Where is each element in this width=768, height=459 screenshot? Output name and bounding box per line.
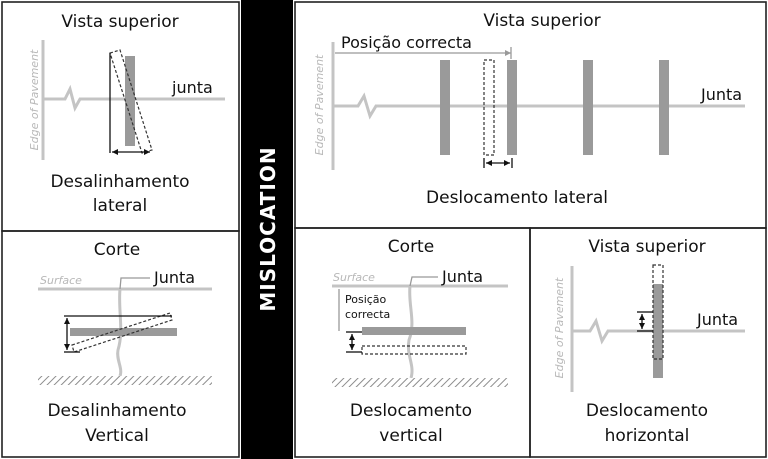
panel-title: Vista superior: [588, 237, 705, 257]
joint-label: Junta: [696, 310, 738, 329]
correct-position-label: Posição correcta: [341, 33, 472, 52]
edge-label: Edge of Pavement: [313, 54, 326, 155]
dowel-bar: [125, 56, 135, 146]
joint-leader: [119, 277, 150, 290]
misaligned-dowel-outline: [109, 49, 153, 154]
panel-title: Corte: [388, 237, 434, 257]
joint-line: [333, 92, 745, 120]
caption-line-2: horizontal: [605, 426, 690, 446]
mid-left-section-view: Corte Surface Junta Desalinhamento Verti…: [38, 240, 212, 446]
top-left-plan-view: Vista superior Edge of Pavement junta De…: [28, 12, 225, 216]
joint-line: [572, 317, 745, 345]
arrowhead-up: [639, 314, 645, 320]
arrowhead-up: [64, 318, 70, 324]
caption-line-1: Deslocamento: [350, 401, 472, 421]
dowel-bar: [653, 284, 663, 378]
dowel-displaced-outline: [361, 345, 467, 355]
joint-label: Junta: [441, 267, 483, 286]
panel-title: Corte: [94, 240, 140, 260]
correct-position-label-2: correcta: [345, 308, 390, 321]
dowel-bar-3: [583, 60, 593, 155]
bottom-mid-section-view: Corte Surface Junta Posição correcta Des…: [332, 237, 508, 446]
arrowhead-right: [504, 160, 510, 166]
banner-title: MISLOCATION: [256, 146, 280, 311]
joint-label: junta: [171, 78, 213, 97]
dowel-correct-outline: [483, 59, 495, 156]
arrowhead-up: [349, 334, 355, 340]
panel-title: Vista superior: [483, 11, 600, 31]
banner-background: [241, 0, 293, 459]
caption-line-2: vertical: [379, 426, 442, 446]
surface-label: Surface: [40, 274, 82, 287]
panel-title: Vista superior: [61, 12, 178, 32]
joint-leader: [409, 276, 438, 287]
crack-line: [406, 285, 414, 379]
arrowhead-down: [64, 344, 70, 350]
correct-position-label-1: Posição: [345, 293, 387, 306]
joint-label: Junta: [700, 85, 742, 104]
arrowhead-down: [639, 323, 645, 329]
dowel-correct-position: [362, 327, 466, 335]
bottom-right-plan-view: Vista superior Edge of Pavement Junta De…: [553, 237, 745, 446]
arrowhead-right: [144, 149, 150, 155]
edge-label: Edge of Pavement: [28, 49, 41, 150]
dowel-bar-1: [440, 60, 450, 155]
caption: Deslocamento lateral: [426, 188, 608, 208]
crack-line: [116, 288, 123, 377]
arrowhead-down: [349, 344, 355, 350]
dowel-bar: [70, 328, 177, 336]
top-right-plan-view: Vista superior Edge of Pavement Posição …: [313, 11, 745, 208]
surface-label: Surface: [333, 271, 375, 284]
caption-line-2: Vertical: [85, 426, 149, 446]
arrowhead-left: [112, 149, 118, 155]
subbase-hatching: [38, 376, 212, 385]
caption-line-1: Deslocamento: [586, 401, 708, 421]
arrowhead-left: [486, 160, 492, 166]
panel-bottom-mid: [294, 227, 531, 458]
joint-label: Junta: [153, 268, 195, 287]
dowel-bar-2: [507, 60, 517, 155]
panel-mid-left: [1, 230, 240, 458]
misaligned-dowel-outline: [71, 312, 173, 353]
dowel-bar-4: [659, 60, 669, 155]
caption-line-2: lateral: [93, 196, 147, 216]
correct-position-arrowhead: [505, 50, 511, 56]
edge-label: Edge of Pavement: [553, 277, 566, 378]
subbase-hatching: [332, 378, 508, 387]
panel-bottom-right: [529, 227, 767, 458]
caption-line-1: Desalinhamento: [47, 401, 186, 421]
caption-line-1: Desalinhamento: [50, 172, 189, 192]
joint-line: [43, 84, 225, 112]
